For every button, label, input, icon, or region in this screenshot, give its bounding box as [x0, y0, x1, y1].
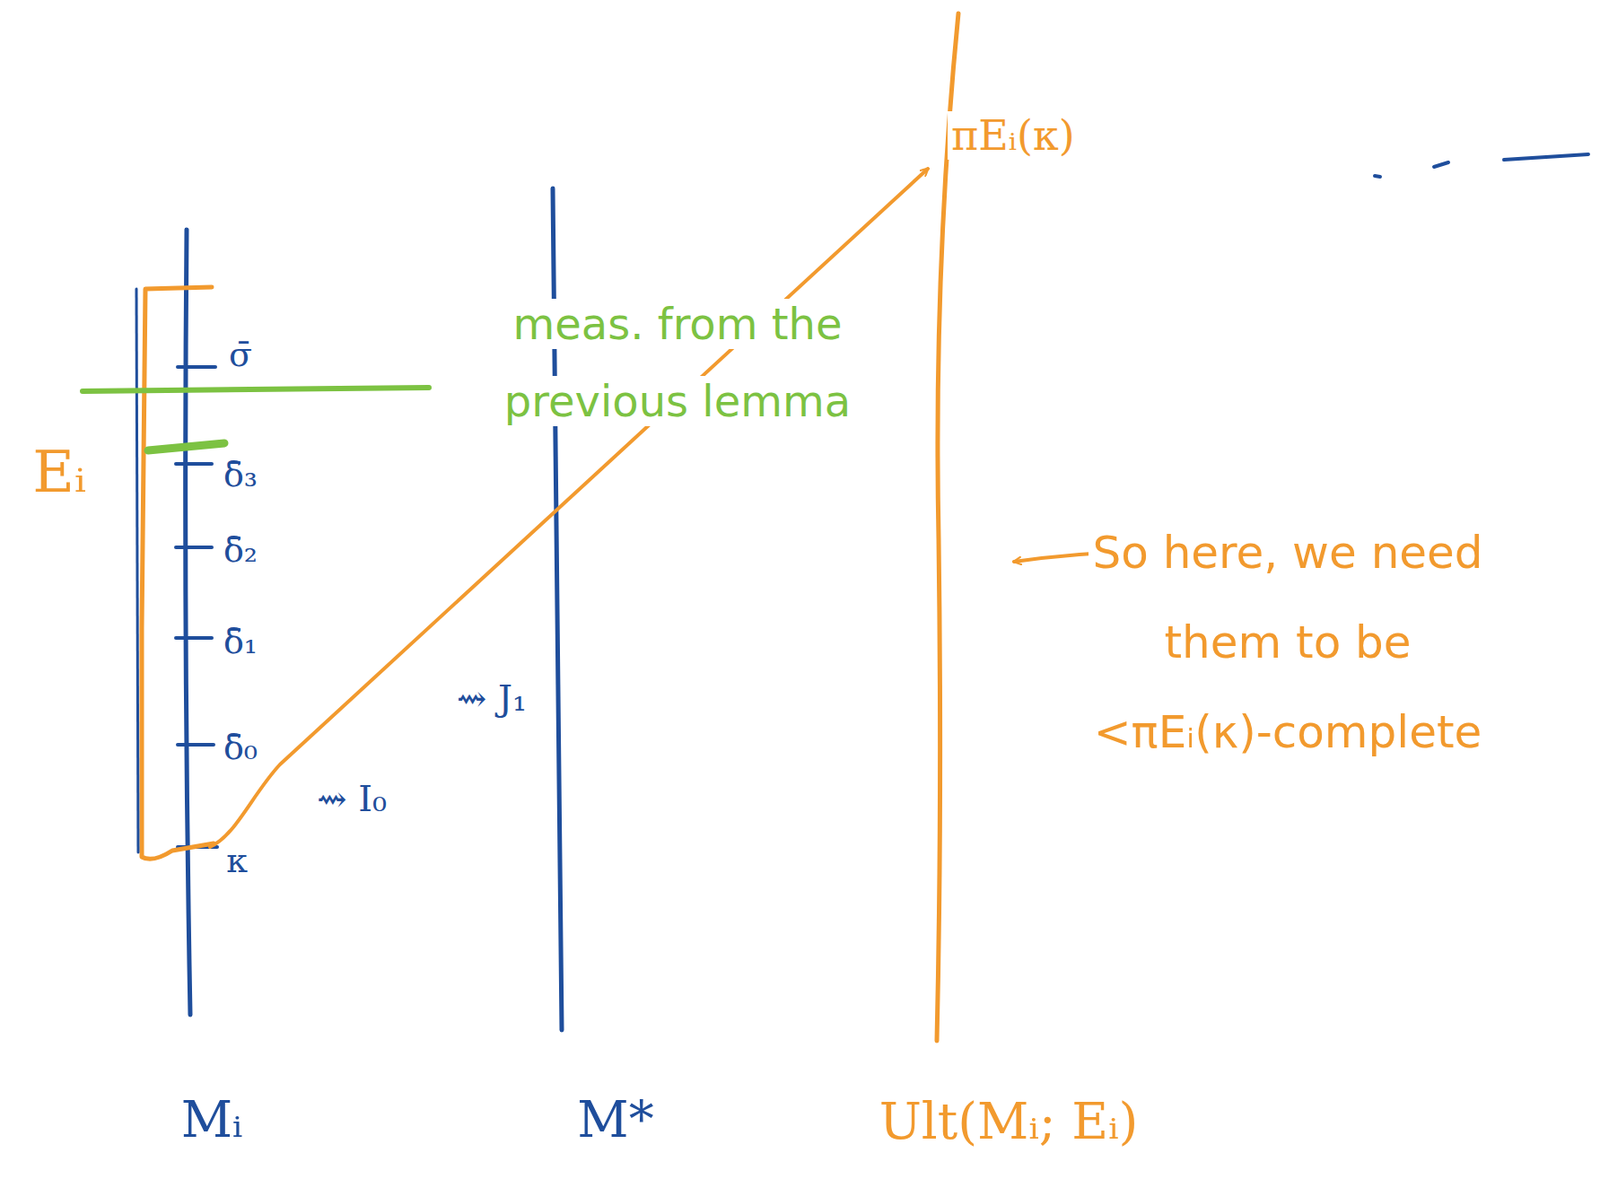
- note-text: So here, we need them to be <πEᵢ(κ)-comp…: [1088, 526, 1487, 759]
- ordinal-label-holder: σ̄: [225, 334, 256, 376]
- ordinal-label-holder: δ̄₁: [219, 621, 262, 664]
- model-line: [185, 229, 191, 1015]
- ordinal-label: δ̄₁: [219, 621, 262, 662]
- ordinal-label: σ̄: [225, 334, 256, 375]
- extender-bracket: [141, 287, 214, 859]
- measure-line: [148, 443, 225, 451]
- model-name: M*: [573, 1090, 657, 1149]
- extender-label-holder: Eᵢ: [28, 437, 90, 508]
- ordinal-label: δ̄₂: [219, 530, 262, 570]
- tick-marks: [175, 367, 218, 848]
- ordinal-label-holder: κ: [222, 840, 252, 883]
- iteration-label-holder: ⇝ J₁: [453, 676, 531, 720]
- ultrapower-line: [936, 13, 959, 1041]
- image-label-holder: πEᵢ(κ): [947, 111, 1079, 161]
- note-text-holder: So here, we need them to be <πEᵢ(κ)-comp…: [1076, 507, 1499, 778]
- model-name-holder: Ult(Mᵢ; Eᵢ): [875, 1091, 1143, 1152]
- extender-label: Eᵢ: [28, 438, 90, 506]
- ordinal-label: δ̄₃: [219, 454, 262, 495]
- model-name: Mᵢ: [177, 1090, 247, 1149]
- ordinal-label: δ̄₀: [219, 727, 262, 768]
- embedding-arrow: [209, 168, 928, 848]
- continuation-marks: [1374, 154, 1589, 177]
- ordinal-label-holder: δ̄₂: [219, 530, 262, 572]
- bracket-shadow: [136, 288, 139, 853]
- model-name-holder: M*: [573, 1089, 657, 1150]
- image-label: πEᵢ(κ): [947, 111, 1079, 160]
- note-text: meas. from the previous lemma: [500, 298, 855, 427]
- measure-line: [82, 387, 429, 392]
- ordinal-label-holder: δ̄₀: [219, 727, 262, 770]
- iteration-label-holder: ⇝ I₀: [313, 777, 391, 821]
- model-name-holder: Mᵢ: [177, 1089, 247, 1150]
- iteration-label: ⇝ J₁: [453, 677, 531, 719]
- iteration-label: ⇝ I₀: [313, 778, 391, 820]
- note-text-holder: meas. from the previous lemma: [484, 285, 871, 441]
- model-name: Ult(Mᵢ; Eᵢ): [875, 1092, 1143, 1151]
- ordinal-label-holder: δ̄₃: [219, 454, 262, 497]
- ordinal-label: κ: [222, 840, 252, 881]
